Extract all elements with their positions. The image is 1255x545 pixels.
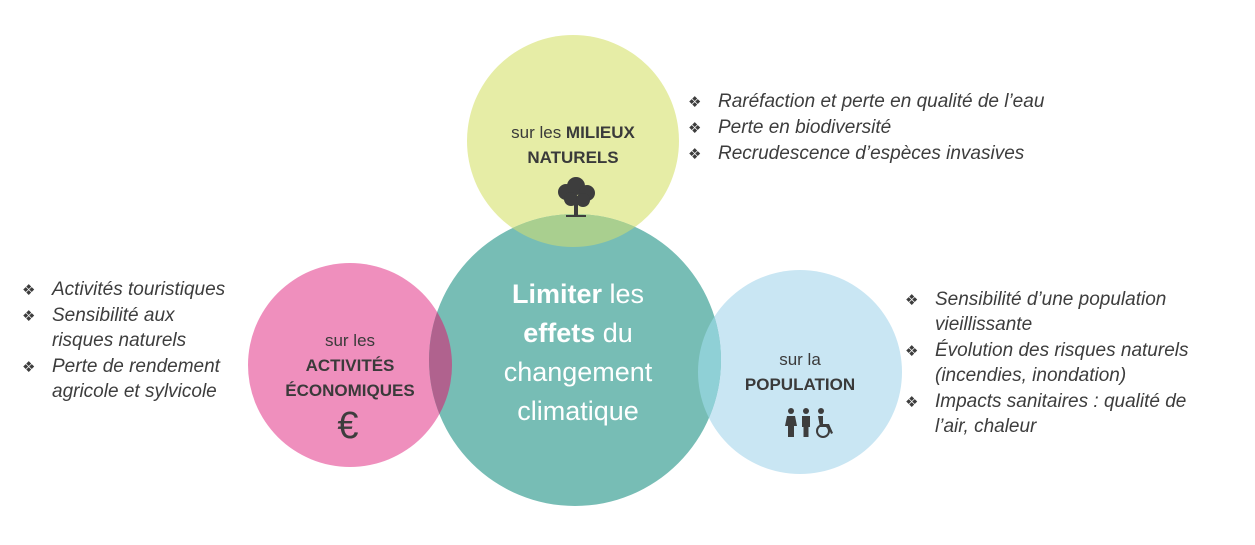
activites-label: sur les ACTIVITÉS ÉCONOMIQUES [285,331,415,400]
list-item: ❖Activités touristiques [22,279,226,300]
list-item: ❖Évolution des risques naturels(incendie… [905,340,1189,386]
activites-bullets: ❖Activités touristiques ❖Sensibilité aux… [22,277,282,405]
list-item: ❖Perte en biodiversité [688,117,892,138]
circle-population [698,270,902,474]
milieux-label: sur les MILIEUX NATURELS [511,123,635,167]
circle-activites [248,263,452,467]
circle-center [429,214,721,506]
center-title: Limiter les effets du changement climati… [503,279,653,426]
milieux-bullets: ❖Raréfaction et perte en qualité de l’ea… [688,89,1108,167]
list-item: ❖Recrudescence d’espèces invasives [688,143,1025,164]
list-item: ❖Raréfaction et perte en qualité de l’ea… [688,91,1045,112]
tree-icon [558,177,595,217]
population-label: sur la POPULATION [744,350,856,394]
euro-symbol: € [337,405,359,447]
circle-milieux [467,35,679,247]
people-wheelchair-icon [785,408,833,438]
